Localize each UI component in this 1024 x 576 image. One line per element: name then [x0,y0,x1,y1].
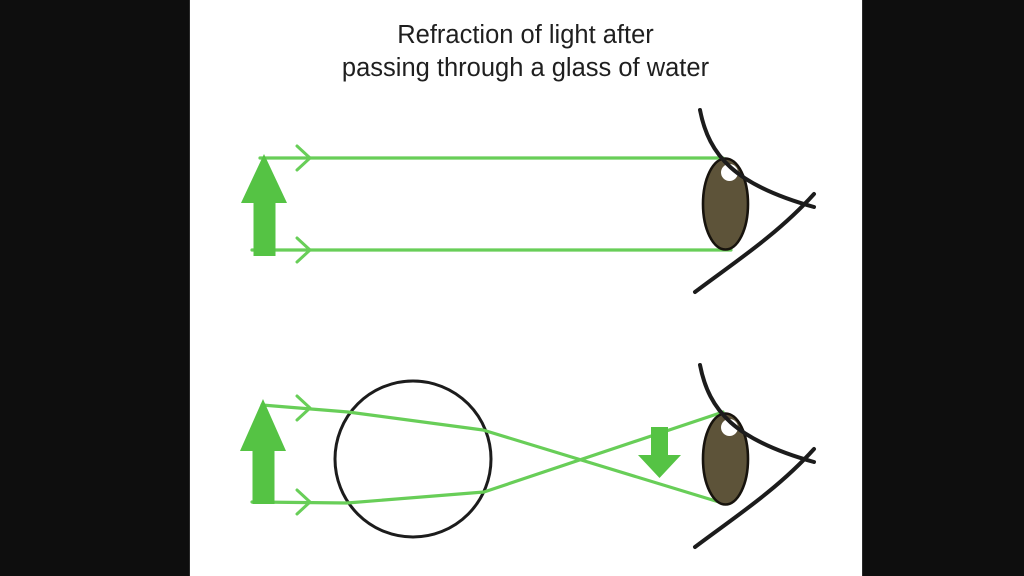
lower-eyelid [693,192,816,294]
lower-eyelid [693,447,816,549]
upper-eyelid [698,363,816,464]
object-arrow-icon [240,399,286,504]
title-line-2: passing through a glass of water [341,54,710,82]
ray-chevron-icon [295,236,312,264]
ray-chevron-icon [295,394,312,422]
iris [701,412,750,506]
top-panel [241,108,816,294]
object-arrow-icon [241,154,287,256]
letterbox-left-bar [0,0,190,576]
refracted-ray-upper [260,403,721,504]
diagram-canvas [189,0,862,576]
bottom-panel [240,363,816,549]
iris [701,157,750,251]
title-line-1: Refraction of light after [397,21,654,49]
page-title: Refraction of light after passing throug… [189,19,862,85]
ray-chevron-icon [295,488,312,516]
inverted-image-arrow-icon [638,427,681,478]
ray-chevron-icon [295,144,312,172]
refracted-ray-lower [250,410,725,505]
eye-icon [693,108,816,294]
glass-of-water-circle [333,379,493,539]
eye-icon [693,363,816,549]
upper-eyelid [698,108,816,209]
letterbox-right-bar [862,0,1024,576]
